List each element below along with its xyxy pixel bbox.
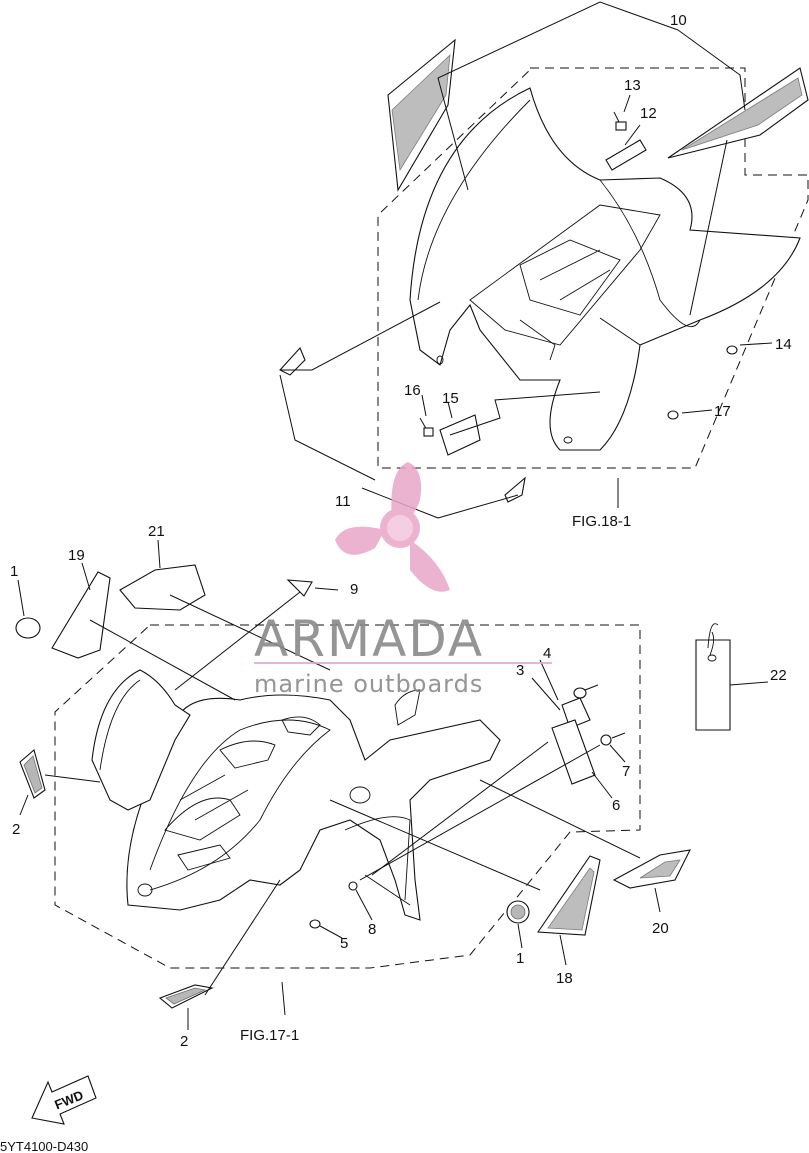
fig-label-lower: FIG.17-1: [240, 1027, 299, 1044]
watermark: ARMADA marine outboards: [254, 462, 552, 698]
decal-2-upper: [19, 749, 46, 799]
watermark-brand: ARMADA: [254, 610, 484, 668]
fig-label-upper: FIG.18-1: [572, 513, 631, 530]
decal-6: [551, 719, 596, 785]
callout-5: 5: [340, 935, 348, 952]
diagram-code: 5YT4100-D430: [0, 1139, 88, 1153]
tag-22: [695, 623, 731, 731]
screw-13: [613, 111, 627, 131]
watermark-tagline: marine outboards: [254, 670, 483, 698]
screw-7: [600, 732, 626, 746]
nut-17: [667, 410, 679, 420]
callout-17: 17: [714, 403, 731, 420]
rear-fender: [409, 87, 801, 451]
callout-14: 14: [775, 336, 792, 353]
screw-16: [419, 417, 434, 437]
callout-10: 10: [670, 12, 687, 29]
callout-6: 6: [612, 797, 620, 814]
decal-9: [286, 579, 313, 597]
callout-numbers: 1 2 3 4 5 6 7 8 9 10 11 12 13 14 15 16 1…: [0, 12, 792, 1153]
screw-4: [573, 684, 599, 699]
decal-11: [279, 346, 526, 503]
decal-18: [537, 855, 601, 936]
nut-14: [726, 345, 738, 355]
decal-15: [439, 414, 481, 456]
callout-15: 15: [442, 390, 459, 407]
front-fender: [126, 689, 501, 921]
decal-19: [51, 571, 111, 659]
upper-leader-lines: [279, 1, 773, 519]
callout-1-bottom: 1: [516, 950, 524, 967]
decal-12: [605, 139, 647, 171]
callout-19: 19: [68, 547, 85, 564]
decal-20: [612, 849, 691, 889]
upper-dashed-boundary: [377, 67, 809, 469]
callout-4: 4: [543, 645, 551, 662]
callout-1-top: 1: [10, 563, 18, 580]
callout-2-bottom: 2: [180, 1033, 188, 1050]
decal-21: [119, 564, 206, 611]
callout-13: 13: [624, 77, 641, 94]
lower-leader-lines: [17, 539, 769, 1030]
lower-dashed-boundary: [54, 624, 641, 969]
callout-20: 20: [652, 920, 669, 937]
callout-21: 21: [148, 523, 165, 540]
callout-7: 7: [622, 763, 630, 780]
callout-3: 3: [516, 662, 524, 679]
callout-8: 8: [368, 921, 376, 938]
decal-3: [561, 697, 591, 729]
callout-16: 16: [404, 382, 421, 399]
fwd-arrow-icon: FWD: [31, 1075, 97, 1125]
callout-2-left: 2: [12, 821, 20, 838]
nut-5: [309, 919, 321, 929]
emblem-1-upper: [15, 617, 41, 639]
side-panel: [91, 669, 191, 811]
callout-12: 12: [640, 105, 657, 122]
emblem-1-lower: [506, 900, 530, 924]
propeller-logo-icon: [335, 462, 450, 592]
decal-10-right: [667, 67, 809, 159]
callout-9: 9: [350, 581, 358, 598]
callout-22: 22: [770, 667, 787, 684]
callout-11: 11: [335, 493, 351, 510]
nut-8: [348, 881, 358, 891]
decal-2-lower: [158, 984, 214, 1009]
callout-18: 18: [556, 970, 573, 987]
